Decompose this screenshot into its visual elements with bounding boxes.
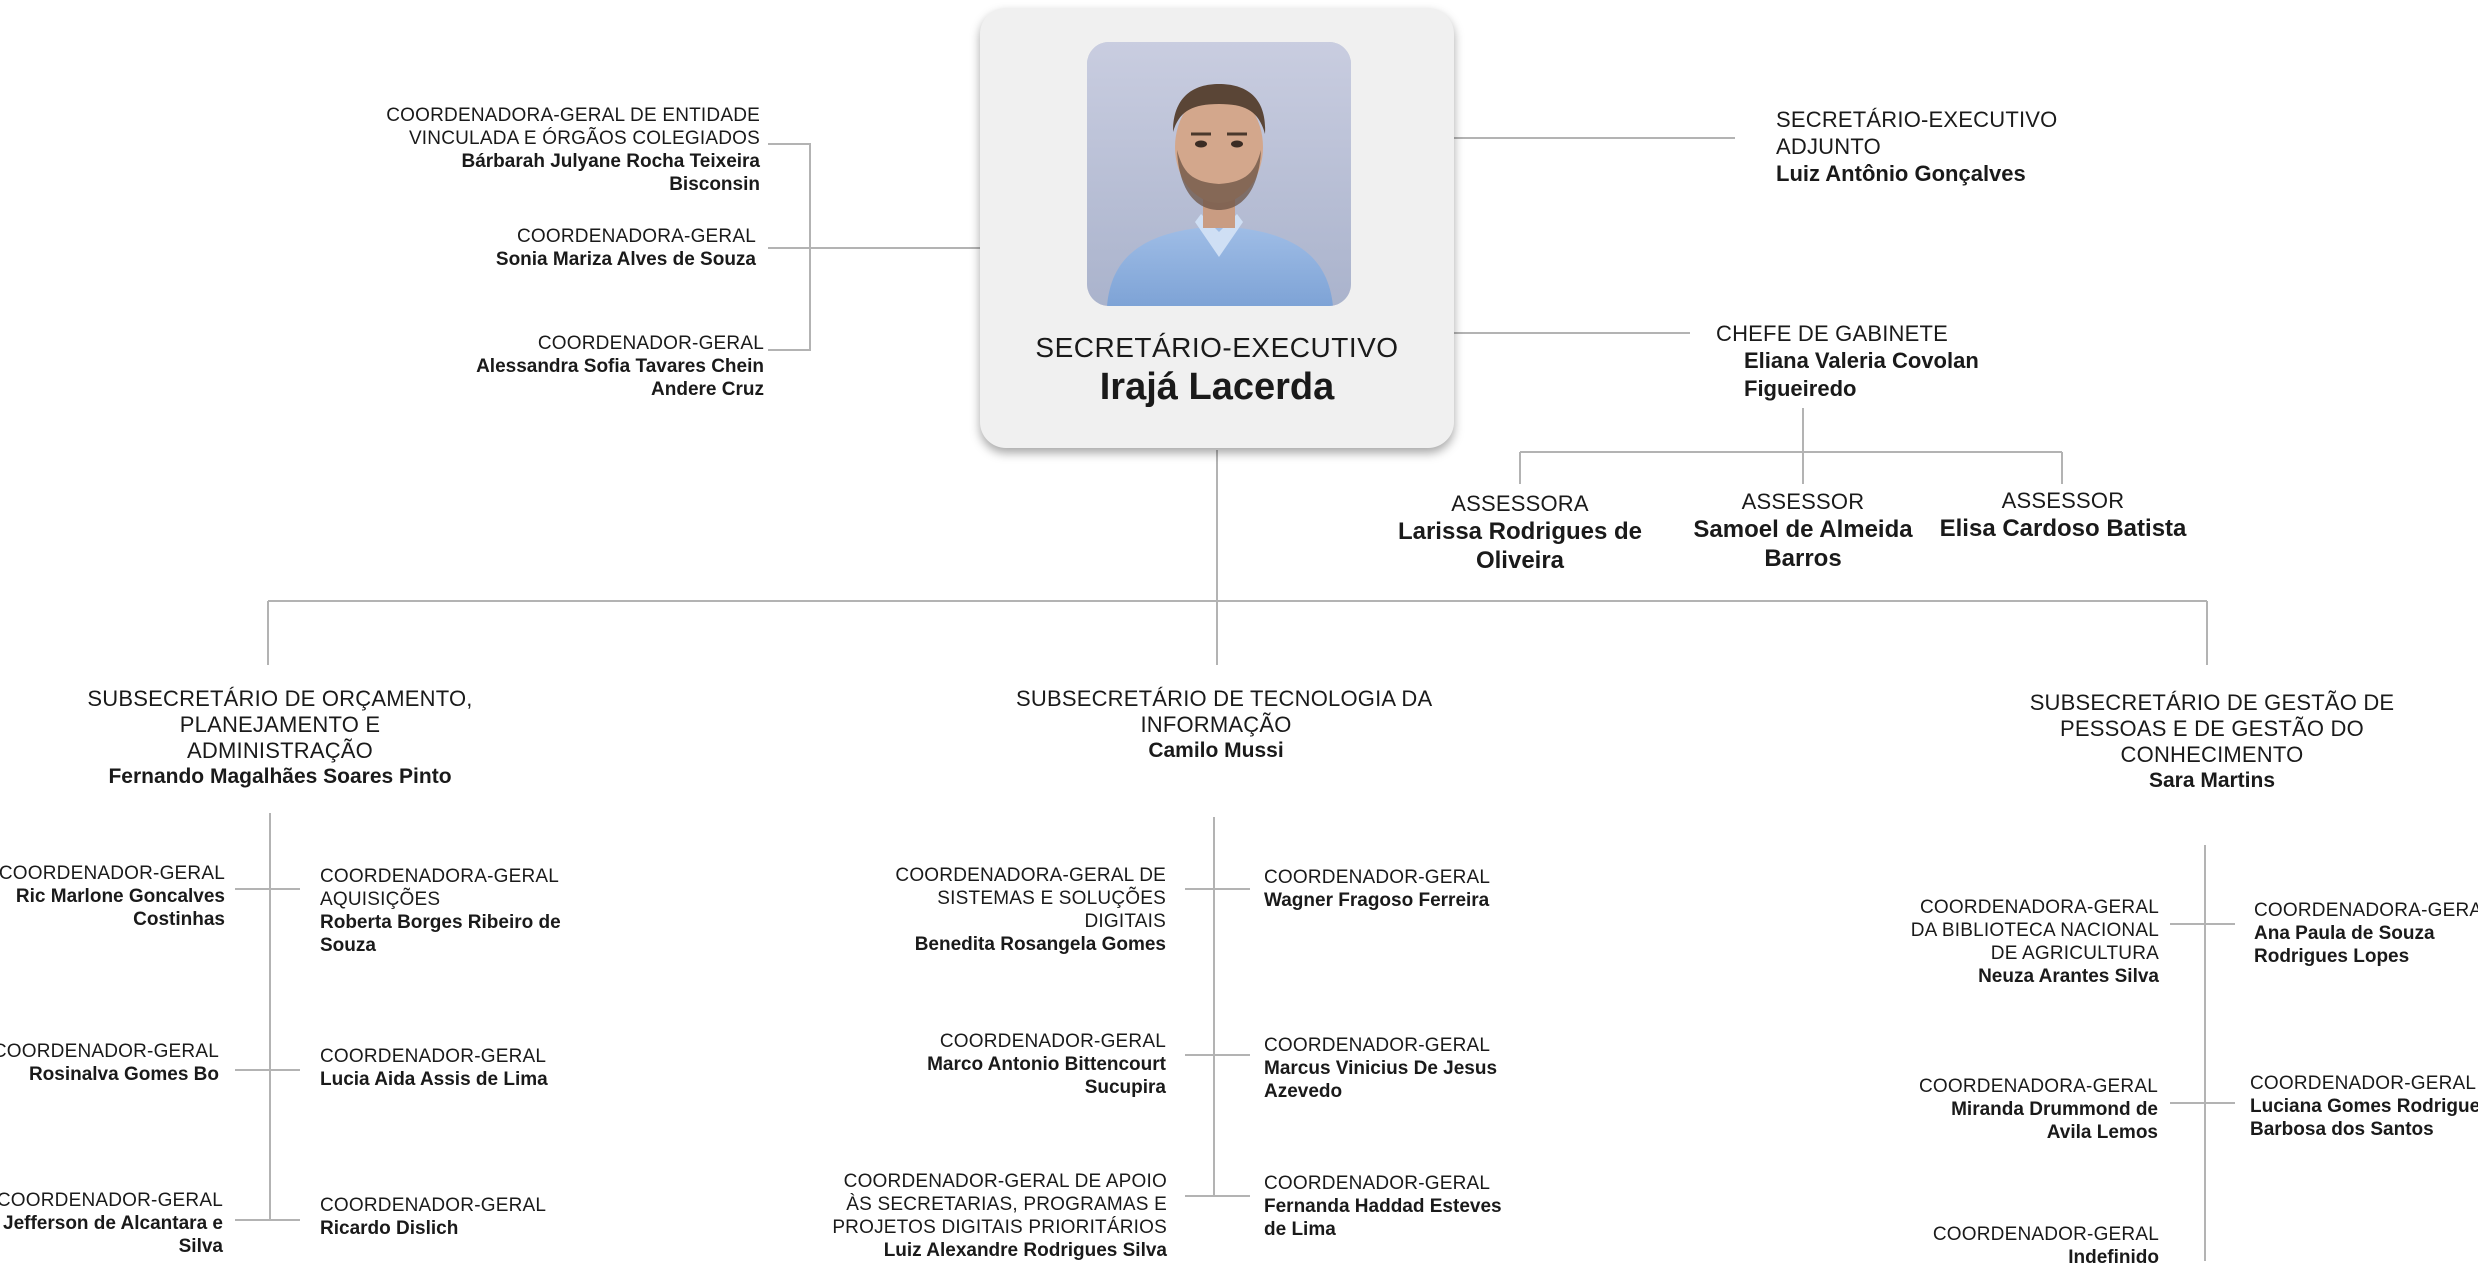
coordinator: COORDENADOR-GERAL Marco Antonio Bittenco… bbox=[927, 1031, 1166, 1098]
coordinator: COORDENADOR-GERAL Jefferson de Alcantara… bbox=[0, 1190, 223, 1257]
coordinator: COORDENADOR-GERAL DE APOIO ÀS SECRETARIA… bbox=[832, 1171, 1167, 1261]
coordinator: COORDENADOR-GERAL Lucia Aida Assis de Li… bbox=[320, 1046, 548, 1090]
coordinator: COORDENADOR-GERAL Ricardo Dislich bbox=[320, 1195, 547, 1239]
coordinator: COORDENADORA-GERAL Ana Paula de Souza Ro… bbox=[2254, 900, 2478, 967]
coordinator: COORDENADORA-GERAL Miranda Drummond de A… bbox=[1918, 1076, 2158, 1143]
coordinator: COORDENADORA-GERAL DE SISTEMAS E SOLUÇÕE… bbox=[895, 865, 1166, 955]
coordinator: COORDENADORA-GERAL AQUISIÇÕES Roberta Bo… bbox=[320, 866, 561, 956]
coordinator: COORDENADOR-GERAL Fernanda Haddad Esteve… bbox=[1264, 1173, 1502, 1240]
coordinator: COORDENADOR-GERAL Luciana Gomes Rodrigue… bbox=[2250, 1073, 2478, 1140]
coordinator: COORDENADOR-GERAL Indefinido bbox=[1932, 1224, 2159, 1268]
subsecretary: SUBSECRETÁRIO DE GESTÃO DE PESSOAS E DE … bbox=[2029, 690, 2395, 792]
chief-of-staff: CHEFE DE GABINETE Eliana Valeria Covolan… bbox=[1716, 321, 1979, 401]
coordinator: COORDENADORA-GERAL DA BIBLIOTECA NACIONA… bbox=[1910, 897, 2159, 987]
advisor: ASSESSORA Larissa Rodrigues de Oliveira bbox=[1397, 491, 1643, 574]
staff-coordinator: COORDENADOR-GERAL Alessandra Sofia Tavar… bbox=[476, 333, 764, 400]
portrait-image bbox=[1087, 42, 1351, 306]
staff-coordinator: COORDENADORA-GERAL Sonia Mariza Alves de… bbox=[495, 226, 756, 270]
coordinator: COORDENADOR-GERAL Wagner Fragoso Ferreir… bbox=[1264, 867, 1491, 911]
executive-role: SECRETÁRIO-EXECUTIVO bbox=[1035, 332, 1399, 363]
adjunct-secretary: SECRETÁRIO-EXECUTIVO ADJUNTO Luiz Antôni… bbox=[1776, 107, 2058, 186]
staff-coordinator: COORDENADORA-GERAL DE ENTIDADE VINCULADA… bbox=[386, 105, 760, 195]
coordinator: COORDENADOR-GERAL Marcus Vinicius De Jes… bbox=[1264, 1035, 1498, 1102]
coordinator: COORDENADOR-GERAL Rosinalva Gomes Bo bbox=[0, 1041, 219, 1085]
executive-photo bbox=[1087, 42, 1351, 306]
executive-name: Irajá Lacerda bbox=[1099, 366, 1335, 408]
advisor: ASSESSOR Elisa Cardoso Batista bbox=[1939, 488, 2187, 542]
subsecretary: SUBSECRETÁRIO DE TECNOLOGIA DA INFORMAÇÃ… bbox=[1016, 686, 1433, 762]
subsecretary: SUBSECRETÁRIO DE ORÇAMENTO, PLANEJAMENTO… bbox=[87, 686, 473, 788]
coordinator: COORDENADOR-GERAL Ric Marlone Goncalves … bbox=[0, 863, 225, 930]
executive-card: SECRETÁRIO-EXECUTIVO Irajá Lacerda bbox=[980, 8, 1454, 448]
advisor: ASSESSOR Samoel de Almeida Barros bbox=[1693, 489, 1913, 572]
